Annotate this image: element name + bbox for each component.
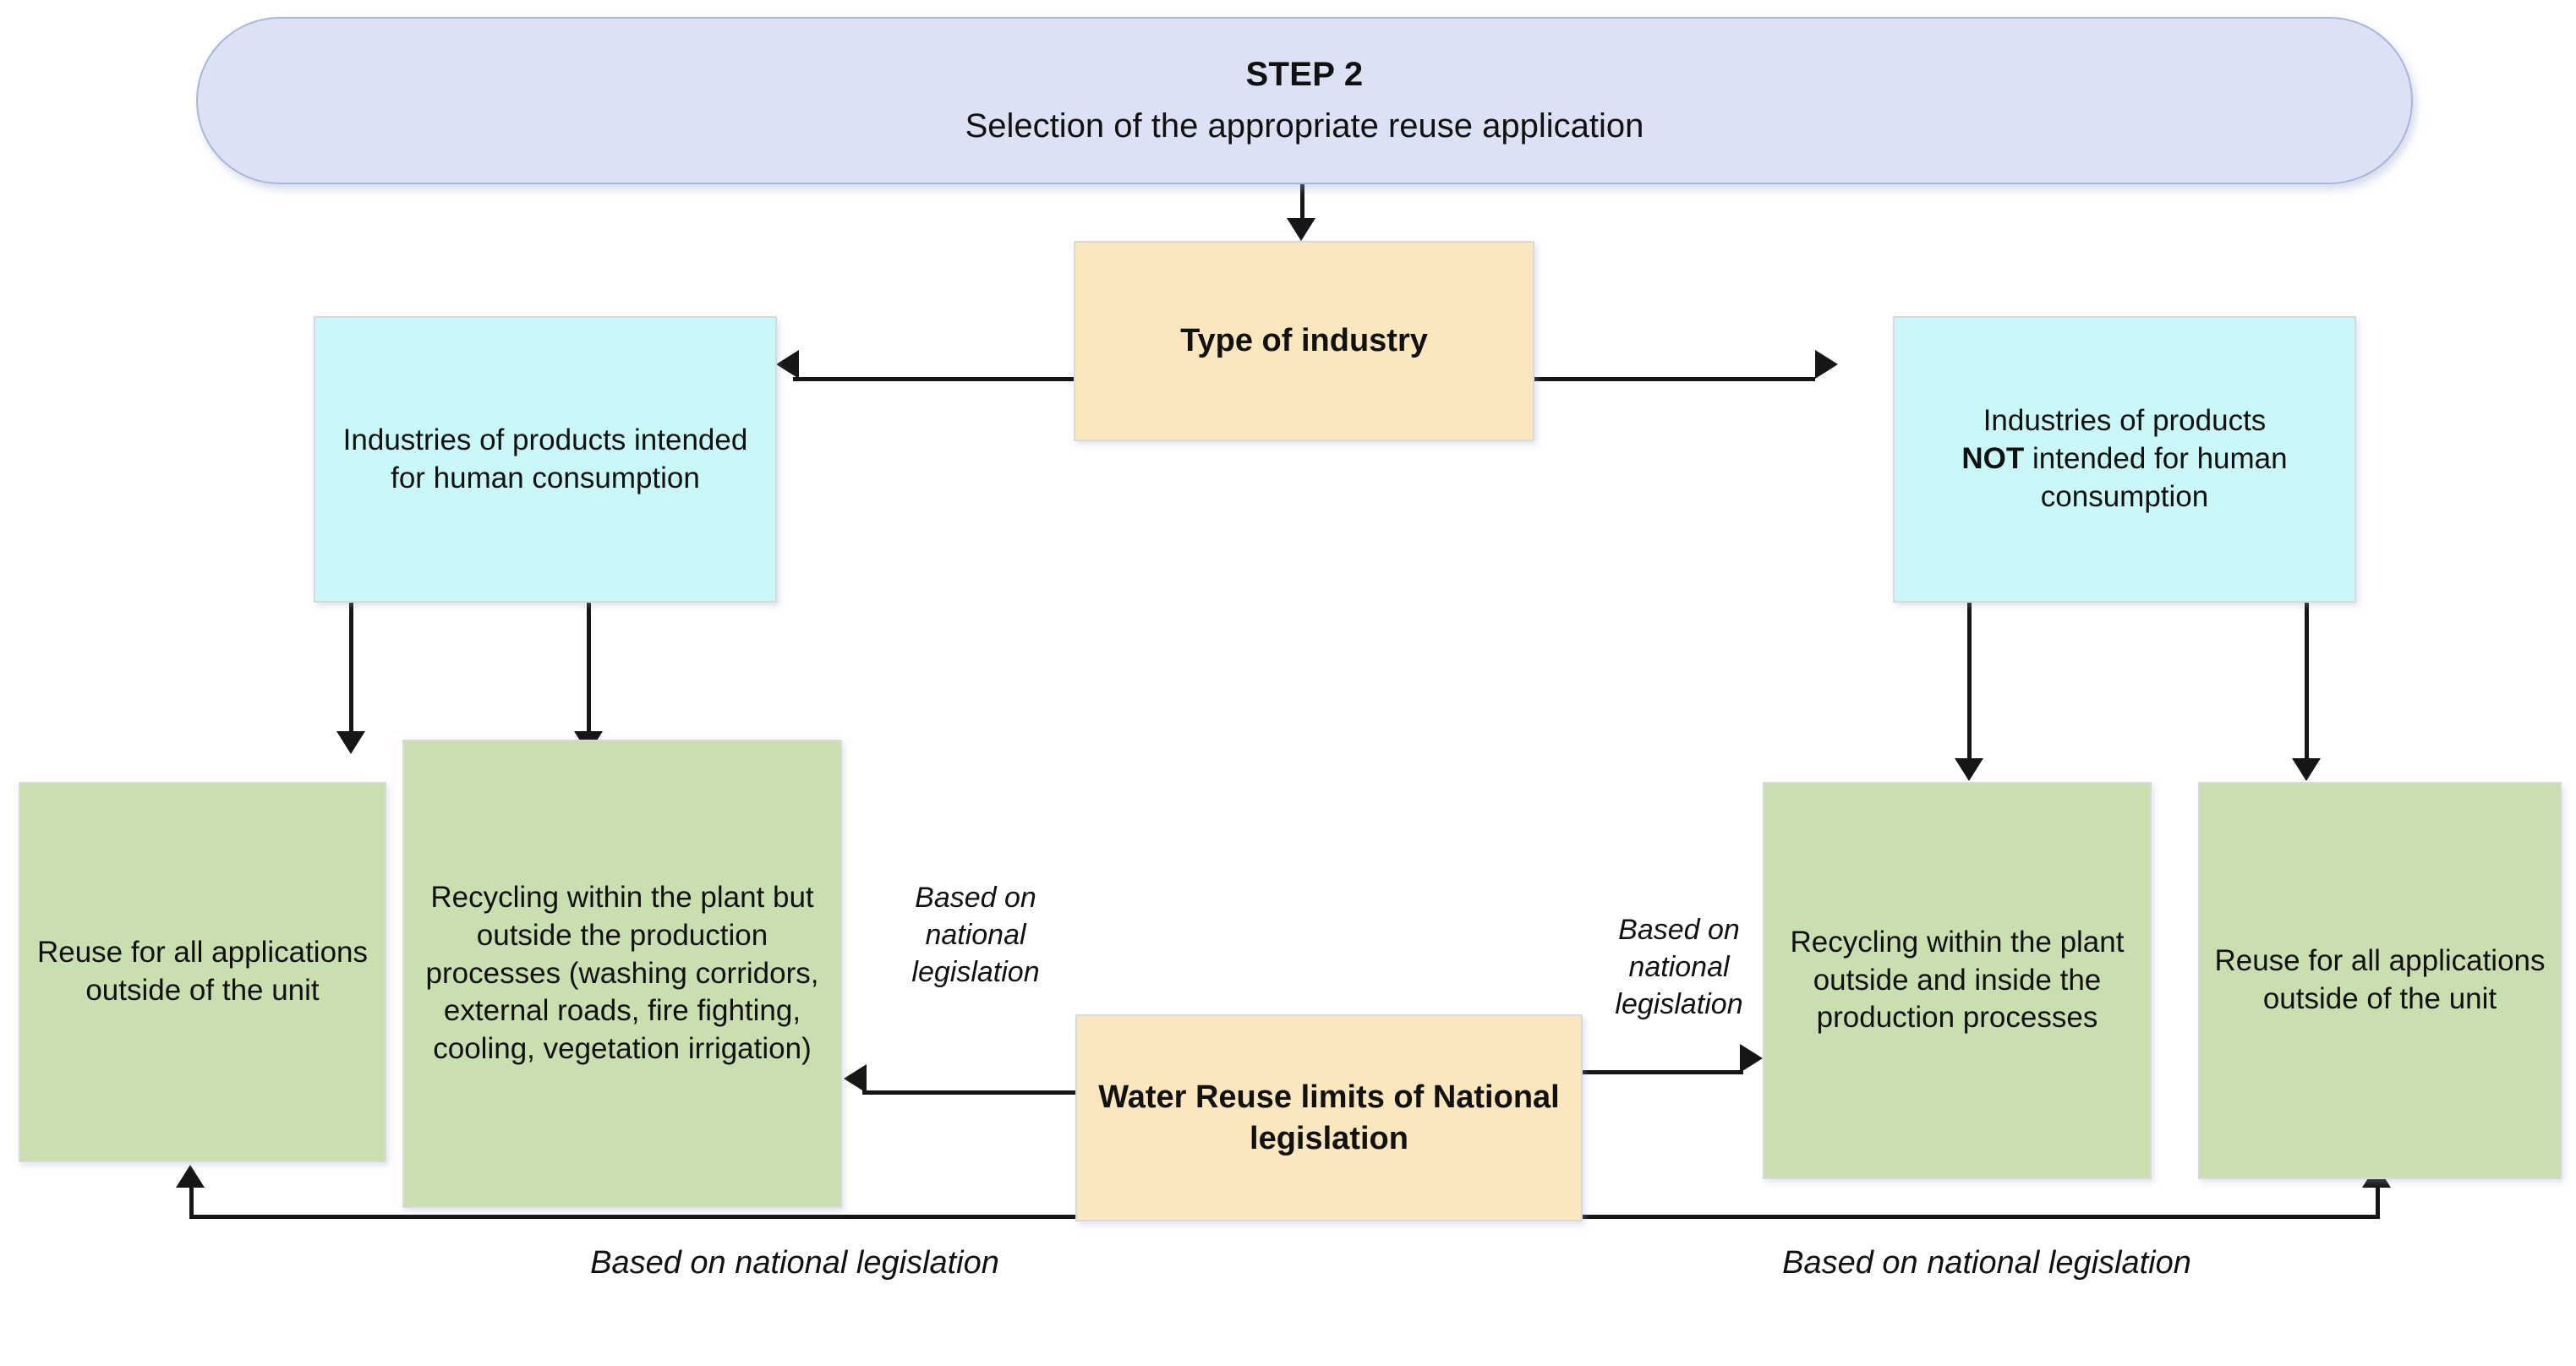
connector-right-cyan-to-reuse-right: [2305, 603, 2309, 765]
connector-bottom-bus-right-leg: [2376, 1188, 2380, 1217]
node-recycling-right-label: Recycling within the plant outside and i…: [1790, 925, 2125, 1035]
node-reuse-outside-unit-left-label: Reuse for all applications outside of th…: [36, 936, 369, 1007]
connector-header-to-industry-stem: [1300, 184, 1304, 225]
not-human-line2: intended for human consumption: [2024, 442, 2288, 513]
not-human-emphasis: NOT: [1961, 442, 2025, 476]
connector-bottom-bus-left: [189, 1215, 1081, 1219]
connector-limits-to-recycling-left: [862, 1090, 1075, 1095]
not-human-line1: Industries of products: [1983, 404, 2267, 438]
node-recycling-right: Recycling within the plant outside and i…: [1763, 782, 2152, 1179]
arrow-right-cyan-to-reuse-right: [2292, 758, 2321, 781]
node-type-of-industry: Type of industry: [1074, 241, 1534, 441]
arrow-right-cyan-to-recycling-right: [1955, 758, 1983, 781]
connector-left-cyan-to-recycling-left: [587, 603, 591, 738]
step-header-title: STEP 2: [1245, 55, 1364, 93]
node-type-of-industry-label: Type of industry: [1180, 323, 1428, 359]
connector-industry-to-left-branch: [793, 377, 1075, 381]
arrow-header-to-industry: [1287, 218, 1315, 241]
node-recycling-left: Recycling within the plant but outside t…: [402, 740, 842, 1208]
connector-right-cyan-to-recycling-right: [1967, 603, 1972, 765]
connector-industry-to-right-branch: [1533, 377, 1815, 381]
step-header-node: STEP 2 Selection of the appropriate reus…: [196, 17, 2413, 184]
node-recycling-left-label: Recycling within the plant but outside t…: [425, 881, 819, 1066]
arrow-industry-to-right-branch: [1815, 350, 1838, 379]
step-header-subtitle: Selection of the appropriate reuse appli…: [965, 107, 1644, 145]
arrow-left-cyan-to-reuse-left: [336, 731, 365, 754]
edge-label-bottom-left: Based on national legislation: [590, 1245, 999, 1281]
node-reuse-outside-unit-right-label: Reuse for all applications outside of th…: [2214, 944, 2546, 1015]
arrow-limits-to-recycling-left: [844, 1064, 867, 1093]
connector-left-cyan-to-reuse-left: [349, 603, 353, 738]
edge-label-mid-left: Based on national legislation: [911, 882, 1040, 989]
connector-bottom-bus-right: [1578, 1215, 2380, 1219]
edge-label-bottom-right: Based on national legislation: [1782, 1245, 2191, 1281]
node-industries-human-consumption-label: Industries of products intended for huma…: [342, 423, 748, 494]
node-industries-human-consumption: Industries of products intended for huma…: [314, 316, 777, 603]
arrow-industry-to-left-branch: [776, 350, 799, 379]
node-water-reuse-limits-label: Water Reuse limits of National legislati…: [1098, 1079, 1560, 1156]
arrow-limits-to-recycling-right: [1740, 1044, 1763, 1073]
connector-limits-to-recycling-right: [1583, 1070, 1743, 1074]
node-reuse-outside-unit-left: Reuse for all applications outside of th…: [19, 782, 386, 1162]
connector-bottom-bus-left-leg: [189, 1188, 194, 1217]
arrow-bottom-bus-to-reuse-left: [176, 1165, 205, 1188]
node-reuse-outside-unit-right: Reuse for all applications outside of th…: [2198, 782, 2562, 1179]
edge-label-mid-right: Based on national legislation: [1615, 914, 1743, 1021]
node-water-reuse-limits: Water Reuse limits of National legislati…: [1075, 1014, 1583, 1221]
